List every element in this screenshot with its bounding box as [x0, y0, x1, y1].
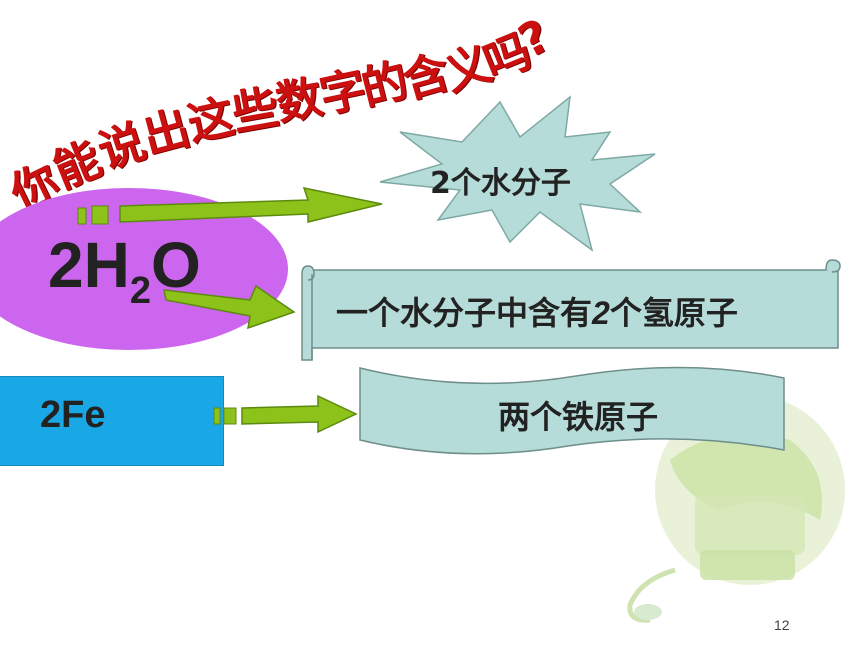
background-globe-decoration	[627, 400, 845, 623]
arrow-to-flag	[213, 394, 358, 434]
h2o-hydrogen: H	[83, 229, 130, 301]
h2o-coefficient: 2	[48, 229, 84, 301]
scroll-text-prefix: 一个水分子中含有	[336, 294, 593, 332]
fe-box	[0, 376, 224, 466]
meaning-hydrogen-atoms-in-molecule: 一个水分子中含有2个氢原子	[336, 288, 816, 334]
h2o-oxygen: O	[150, 229, 201, 301]
h2o-subscript: 2	[129, 270, 151, 312]
formula-h2o: 2H2O	[48, 228, 201, 312]
formula-fe: 2Fe	[40, 394, 106, 436]
wave-flag-shape	[359, 366, 785, 455]
scroll-text-suffix: 个氢原子	[609, 294, 738, 332]
meaning-two-iron-atoms: 两个铁原子	[498, 398, 659, 436]
burst-shape	[379, 95, 656, 252]
scroll-shape	[301, 259, 841, 361]
meaning-two-water-molecules: 2个水分子	[430, 166, 571, 201]
arrow-to-scroll	[163, 284, 296, 330]
page-number: 12	[774, 617, 790, 633]
arrow-to-burst	[77, 187, 383, 225]
scroll-text-number: 2	[592, 295, 610, 331]
